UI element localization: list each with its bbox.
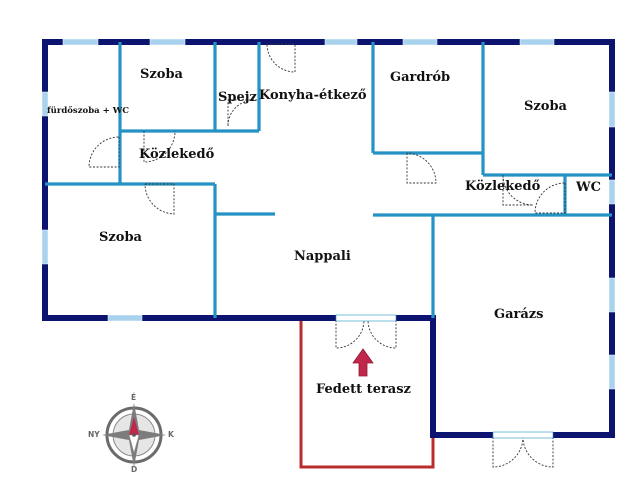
room-label-kozlekedo-left: Közlekedő [139,147,215,162]
compass-icon [102,403,166,467]
room-label-gardrob: Gardrób [390,70,451,85]
room-label-konyha: Konyha-étkező [259,88,367,103]
compass-south-label: D [131,465,138,474]
room-label-fedett-terasz: Fedett terasz [316,382,411,397]
room-label-wc: WC [576,180,601,195]
room-label-furdoszoba: fürdőszoba + WC [47,106,130,116]
room-label-szoba-left: Szoba [99,230,142,245]
compass-east-label: K [168,430,174,439]
interior-walls [45,42,612,318]
windows [41,38,616,390]
entry-arrow-icon [352,348,374,377]
garage-door-opening [492,431,554,439]
terrace-door-opening [335,314,397,322]
compass-north-label: É [131,393,137,402]
room-label-kozlekedo-right: Közlekedő [465,179,541,194]
room-label-spejz: Spejz [218,90,257,105]
outer-walls [42,39,615,438]
room-label-garazs: Garázs [494,307,544,322]
room-label-szoba-right: Szoba [524,99,567,114]
compass-west-label: NY [88,430,100,439]
room-label-szoba-top: Szoba [140,67,183,82]
garage-double-door [492,436,554,468]
terrace-double-door [335,319,397,349]
door-swings [88,43,566,215]
room-label-nappali: Nappali [294,249,351,264]
